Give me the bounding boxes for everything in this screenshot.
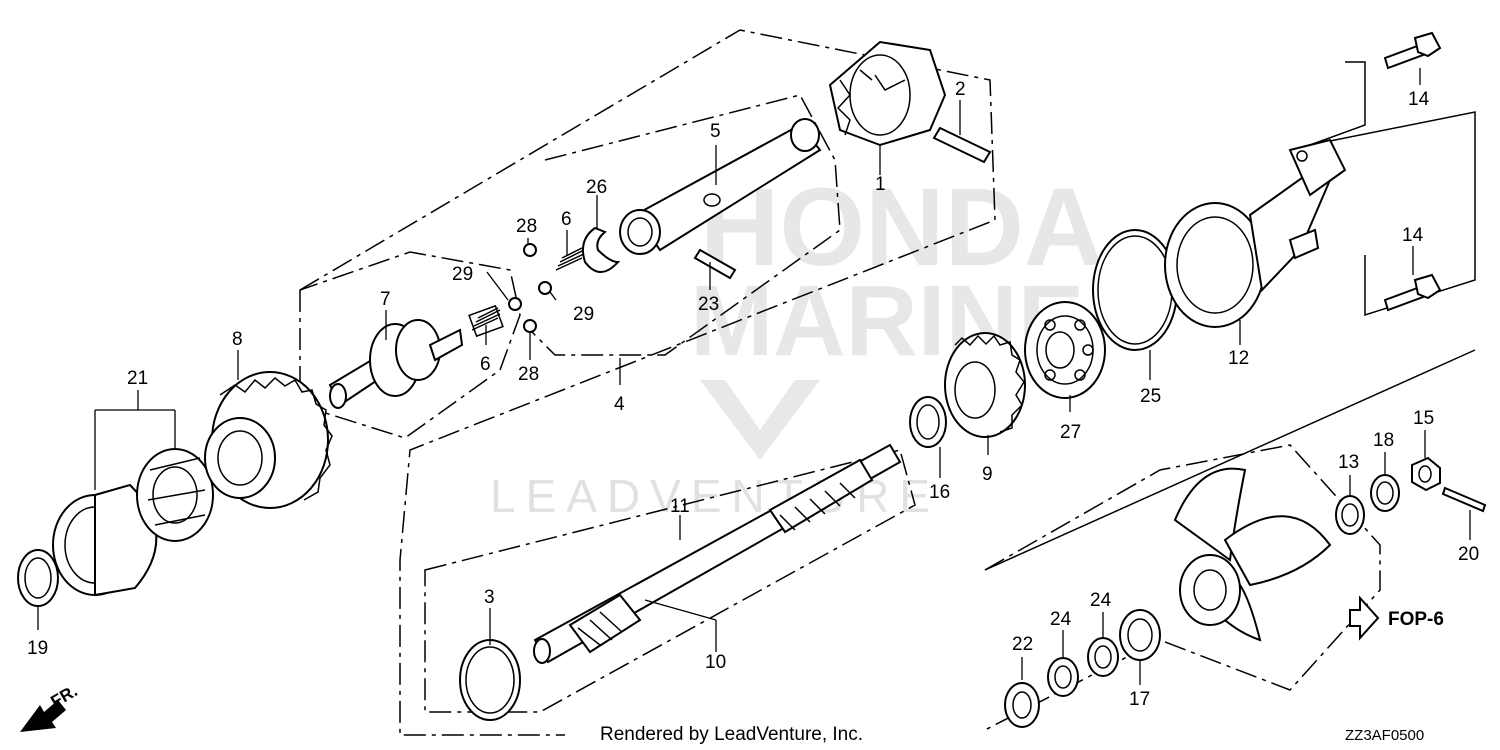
part-17-bushing[interactable] (1119, 609, 1161, 661)
watermark-brand-line1: HONDA (700, 166, 1103, 289)
part-23-pin[interactable] (693, 248, 737, 280)
arrow-right-icon (1349, 595, 1380, 641)
outer-assembly-outline (299, 29, 996, 736)
callout-27: 27 (1060, 422, 1081, 443)
callout-22: 22 (1012, 634, 1033, 655)
watermark: HONDA MARINE LEADVENTURE (490, 166, 1103, 522)
callout-28-upper: 28 (516, 216, 537, 237)
front-arrow-icon (20, 700, 66, 732)
callout-2: 2 (955, 79, 966, 100)
part-22-bushing[interactable] (1004, 682, 1040, 728)
part-26-clip[interactable] (582, 226, 621, 273)
part-28-ball-upper[interactable] (523, 243, 537, 257)
part-8-reverse-gear[interactable] (204, 371, 333, 509)
callout-5: 5 (710, 121, 721, 142)
reference-lines (984, 61, 1476, 571)
callout-14-upper: 14 (1408, 89, 1430, 110)
callout-29-right: 29 (573, 304, 594, 325)
fop-reference[interactable]: FOP-6 (1349, 595, 1444, 641)
part-7-clutch[interactable] (328, 319, 464, 409)
callout-26: 26 (586, 177, 607, 198)
leader-lines (37, 68, 1471, 685)
part-24-washer-lower[interactable] (1047, 657, 1079, 697)
part-6-spring-lower[interactable] (468, 304, 504, 338)
propshaft-outline (424, 449, 916, 713)
front-direction-indicator: FR. (20, 681, 81, 732)
callout-3: 3 (484, 587, 495, 608)
part-28-ball-lower[interactable] (523, 319, 537, 333)
callout-19: 19 (27, 638, 48, 659)
callout-29-left: 29 (452, 264, 473, 285)
callout-28-lower: 28 (518, 364, 539, 385)
part-27-ball-bearing[interactable] (1024, 301, 1106, 399)
part-3-spring-ring[interactable] (459, 639, 521, 721)
callout-25: 25 (1140, 386, 1161, 407)
callout-6-upper: 6 (561, 209, 572, 230)
callout-4: 4 (614, 394, 625, 415)
part-2-pin[interactable] (932, 126, 992, 164)
part-14-bolt-upper[interactable] (1383, 31, 1442, 70)
callout-15: 15 (1413, 408, 1434, 429)
part-5-shift-shaft[interactable] (619, 118, 822, 255)
watermark-logo-icon (700, 380, 820, 460)
shift-shaft-outline (529, 94, 841, 356)
bolt-ref-line-top (1309, 61, 1366, 146)
assembly-outlines (299, 29, 1381, 736)
diagram-code: ZZ3AF0500 (1345, 727, 1424, 744)
part-20-cotter-pin[interactable] (1441, 486, 1487, 513)
part-21-bearing[interactable] (52, 448, 214, 597)
callout-16: 16 (929, 482, 950, 503)
callout-7: 7 (380, 289, 391, 310)
propeller[interactable] (1173, 467, 1332, 642)
callout-labels: 1 2 3 4 5 6 6 7 8 9 10 11 12 13 14 14 15… (27, 79, 1479, 710)
callout-1: 1 (875, 174, 886, 195)
part-24-washer-upper[interactable] (1087, 637, 1119, 677)
part-9-bevel-gear[interactable] (944, 332, 1026, 438)
part-29-ball-lower[interactable] (508, 297, 522, 311)
propeller-outline (984, 444, 1381, 731)
callout-10: 10 (705, 652, 726, 673)
part-11-propeller-shaft[interactable] (533, 443, 902, 664)
callout-24-lower: 24 (1050, 609, 1072, 630)
callout-21: 21 (127, 368, 148, 389)
part-6-spring-upper[interactable] (555, 247, 585, 271)
part-25-o-ring[interactable] (1092, 229, 1178, 351)
callout-6-lower: 6 (480, 354, 491, 375)
rendered-by-credit: Rendered by LeadVenture, Inc. (600, 724, 863, 745)
part-13-bushing[interactable] (1335, 495, 1365, 535)
callout-11: 11 (670, 496, 690, 517)
part-15-nut[interactable] (1411, 456, 1441, 492)
part-18-washer[interactable] (1370, 474, 1400, 512)
callout-9: 9 (982, 464, 993, 485)
housing-ref-box (1309, 111, 1476, 317)
callout-17: 17 (1129, 689, 1150, 710)
part-16-washer[interactable] (909, 396, 947, 448)
part-29-ball-upper[interactable] (538, 281, 552, 295)
callout-23: 23 (698, 294, 719, 315)
fop-reference-label[interactable]: FOP-6 (1388, 609, 1444, 630)
callout-20: 20 (1458, 544, 1479, 565)
callout-18: 18 (1373, 430, 1394, 451)
part-19-washer[interactable] (17, 549, 59, 607)
part-1-forward-gear[interactable] (828, 40, 947, 147)
callout-8: 8 (232, 329, 243, 350)
callout-24-upper: 24 (1090, 590, 1112, 611)
part-12-bearing-housing[interactable] (1164, 138, 1347, 328)
callout-12: 12 (1228, 348, 1249, 369)
callout-13: 13 (1338, 452, 1359, 473)
prop-ref-line (984, 349, 1476, 571)
callout-14-lower: 14 (1402, 225, 1424, 246)
part-14-bolt-lower[interactable] (1383, 273, 1442, 312)
